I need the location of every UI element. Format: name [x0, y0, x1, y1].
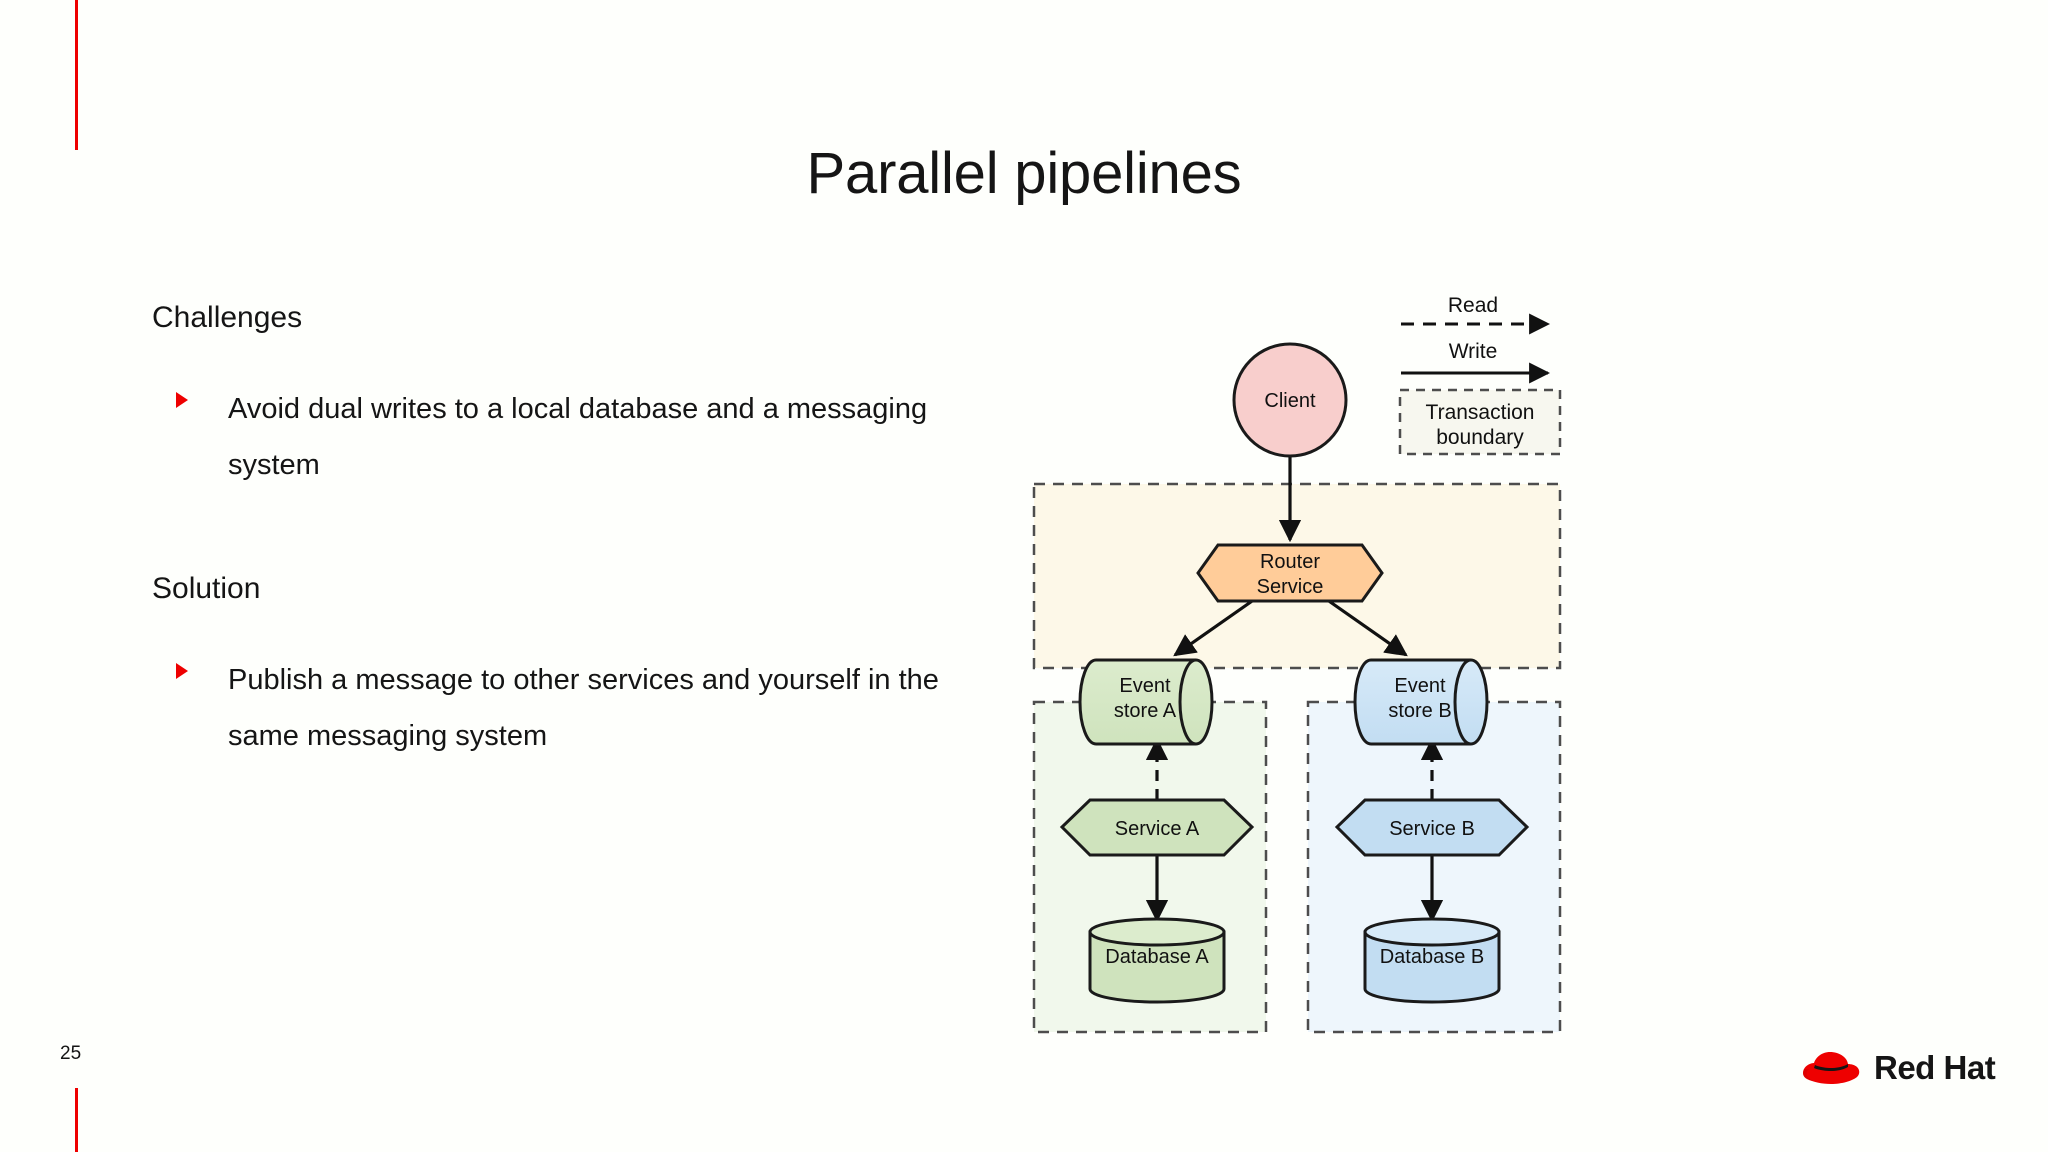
- node-event-store-a-label-line1: Event: [1119, 675, 1171, 697]
- node-database-b[interactable]: Database B: [1363, 917, 1501, 1004]
- legend-boundary-label-line1: Transaction: [1426, 401, 1535, 424]
- legend-read-label: Read: [1448, 294, 1498, 317]
- legend-boundary-box: [1398, 388, 1562, 456]
- node-event-store-b-label-line2: store B: [1388, 700, 1451, 722]
- accent-rule-top: [75, 0, 78, 150]
- legend-write-label: Write: [1449, 340, 1498, 363]
- transaction-boundary-service-b: [1306, 700, 1562, 1034]
- bullet-text: Publish a message to other services and …: [228, 664, 939, 753]
- node-service-a-label: Service A: [1115, 818, 1200, 840]
- edge-router-to-event-store-b: [1315, 590, 1408, 657]
- node-database-a[interactable]: Database A: [1088, 917, 1226, 1004]
- node-event-store-b[interactable]: Event store B: [1353, 658, 1489, 746]
- list-item: Publish a message to other services and …: [152, 653, 992, 764]
- redhat-fedora-icon: [1803, 1052, 1860, 1084]
- redhat-wordmark: Red Hat: [1874, 1048, 1996, 1086]
- node-event-store-b-label-line1: Event: [1394, 675, 1446, 697]
- accent-rule-bottom: [75, 1088, 78, 1152]
- node-service-b-label: Service B: [1389, 818, 1475, 840]
- node-service-a[interactable]: Service A: [1059, 798, 1255, 857]
- section-heading-challenges: Challenges: [152, 301, 303, 334]
- node-event-store-a-label-line2: store A: [1114, 700, 1177, 722]
- page-title: Parallel pipelines: [806, 141, 1242, 206]
- node-database-a-label: Database A: [1105, 946, 1209, 968]
- bullet-triangle-icon: [176, 663, 188, 680]
- bullet-triangle-icon: [176, 392, 188, 408]
- body-content: Challenges Avoid dual writes to a local …: [152, 300, 992, 811]
- redhat-logo: Red Hat: [1800, 1044, 1996, 1090]
- page-number: 25: [60, 1043, 82, 1064]
- diagram-legend: Read Write Transaction boundary: [1398, 294, 1562, 456]
- list-item: Avoid dual writes to a local database an…: [152, 382, 992, 493]
- transaction-boundary-service-a: [1032, 700, 1268, 1034]
- transaction-boundary-top: [1032, 482, 1562, 670]
- node-database-b-label: Database B: [1380, 946, 1485, 968]
- edge-router-to-event-store-a: [1173, 590, 1266, 657]
- node-router-label-line2: Service: [1257, 576, 1324, 598]
- node-client[interactable]: Client: [1232, 342, 1348, 458]
- section-heading-solution: Solution: [152, 572, 261, 606]
- node-service-b[interactable]: Service B: [1334, 798, 1530, 857]
- node-event-store-a[interactable]: Event store A: [1078, 658, 1214, 746]
- node-router-label-line1: Router: [1260, 551, 1320, 573]
- legend-boundary-label-line2: boundary: [1436, 426, 1524, 449]
- node-router-service[interactable]: Router Service: [1196, 543, 1384, 603]
- bullet-text: Avoid dual writes to a local database an…: [228, 393, 928, 481]
- node-client-label: Client: [1264, 390, 1316, 412]
